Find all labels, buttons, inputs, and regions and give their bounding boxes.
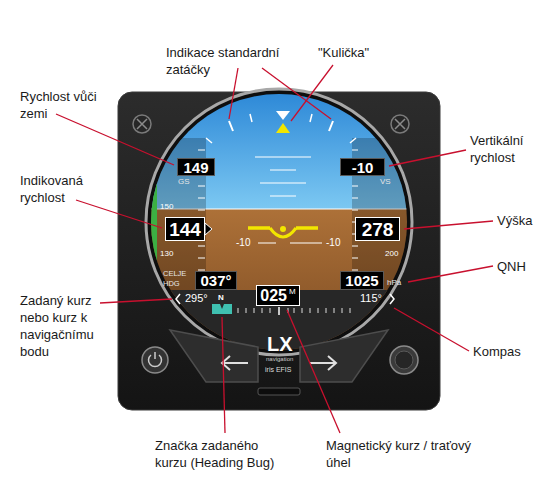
arrow-right-icon xyxy=(328,356,336,370)
callout-label: "Kulička" xyxy=(318,44,369,61)
readout-text: 037° xyxy=(200,273,231,288)
airspeed-readout: 144 xyxy=(165,217,205,241)
leader-line xyxy=(291,65,333,121)
readout-value: 1025 xyxy=(345,272,378,289)
heading-bug xyxy=(212,304,232,314)
readout-suffix: M xyxy=(289,287,296,296)
leader-line xyxy=(222,317,225,433)
power-icon xyxy=(154,352,156,359)
leader-line xyxy=(394,308,469,351)
compass-ticks xyxy=(214,308,350,313)
readout-text: 149 xyxy=(183,160,208,175)
callout-label: QNH xyxy=(497,258,526,275)
magnetic-heading-readout: 025M xyxy=(256,285,300,306)
pitch-number: -10 xyxy=(326,238,340,248)
tape-number: 200 xyxy=(385,250,398,258)
chevron-right xyxy=(390,294,394,304)
rotary-knob xyxy=(390,346,418,374)
readout-value: -10 xyxy=(352,159,374,176)
chevron-left xyxy=(176,294,180,304)
rotary-knob xyxy=(395,351,413,369)
bearing-value: 115° xyxy=(360,293,382,304)
button-right xyxy=(300,330,388,382)
leader-line xyxy=(404,221,493,229)
pitch-ladder xyxy=(258,242,322,243)
callout-label: Kompas xyxy=(473,343,521,360)
readout-text: 144 xyxy=(169,220,201,239)
readout-value: 144 xyxy=(169,219,201,240)
aircraft-symbol xyxy=(280,226,286,232)
callout-label: Indikovaná rychlost xyxy=(20,172,110,206)
leader-line xyxy=(408,266,493,282)
leader-line xyxy=(56,114,174,165)
leader-line xyxy=(229,68,238,119)
model-name: iris EFIS xyxy=(265,366,291,373)
readout-value: 278 xyxy=(362,219,394,240)
brand-logo: LX xyxy=(267,334,293,354)
callout-label: Zadaný kurz nebo kurz k navigačnímu bodu xyxy=(20,292,120,360)
leader-line xyxy=(287,310,340,433)
vertical-speed-readout: -10 xyxy=(340,158,385,176)
readout-tag: GS xyxy=(178,178,190,186)
leader-line xyxy=(100,299,172,303)
callout-label: Rychlost vůči zemi xyxy=(20,88,120,122)
callout-label: Indikace standardní zatáčky xyxy=(166,44,306,78)
screw-slot xyxy=(395,119,405,129)
callout-label: Magnetický kurz / traťový úhel xyxy=(326,437,476,471)
arrow-right-icon xyxy=(310,362,336,364)
readout-text: 1025 xyxy=(345,273,378,288)
power-button xyxy=(142,347,168,373)
qnh-readout: 1025 xyxy=(340,271,384,290)
bank-pointer xyxy=(276,111,290,120)
brand-subtitle: navigation xyxy=(266,356,293,362)
groundspeed-readout: 149 xyxy=(177,158,215,176)
compass-index xyxy=(278,307,280,315)
leader-lines xyxy=(56,65,493,433)
compass-letter: N xyxy=(218,294,224,302)
leader-line xyxy=(389,150,466,166)
tape-number: 150 xyxy=(160,203,173,211)
bearing-value: 295° xyxy=(185,293,208,304)
screw-slot xyxy=(137,119,147,129)
readout-value: 025 xyxy=(260,287,287,304)
tape-number: 130 xyxy=(160,250,173,258)
readout-text: 025M xyxy=(260,288,295,304)
readout-text: 278 xyxy=(362,220,394,239)
heading-select-readout: 037° xyxy=(195,271,237,290)
leader-line xyxy=(76,200,162,228)
leader-line xyxy=(262,68,331,119)
pitch-ladder xyxy=(255,157,311,196)
readout-value: 037° xyxy=(200,272,231,289)
waypoint-name: CELJE xyxy=(163,270,186,278)
speed-pointer xyxy=(205,223,212,235)
screw xyxy=(133,115,151,133)
callout-label: Vertikální rychlost xyxy=(470,132,546,166)
arrow-left-icon xyxy=(222,362,248,364)
pitch-number: -10 xyxy=(236,238,250,248)
unit-label: hPa xyxy=(387,279,401,287)
readout-tag: HDG xyxy=(163,280,180,288)
callout-label: Značka zadaného kurzu (Heading Bug) xyxy=(155,437,287,471)
speed-green-arc xyxy=(148,170,157,266)
card-slot xyxy=(258,388,300,395)
altitude-readout: 278 xyxy=(355,217,400,241)
readout-text: -10 xyxy=(352,160,374,175)
screen xyxy=(140,88,420,360)
callout-label: Výška xyxy=(497,212,532,229)
screw xyxy=(391,115,409,133)
readout-tag: VS xyxy=(380,178,391,186)
slip-ball xyxy=(276,123,290,133)
button-left xyxy=(170,330,258,382)
readout-value: 149 xyxy=(183,159,208,176)
